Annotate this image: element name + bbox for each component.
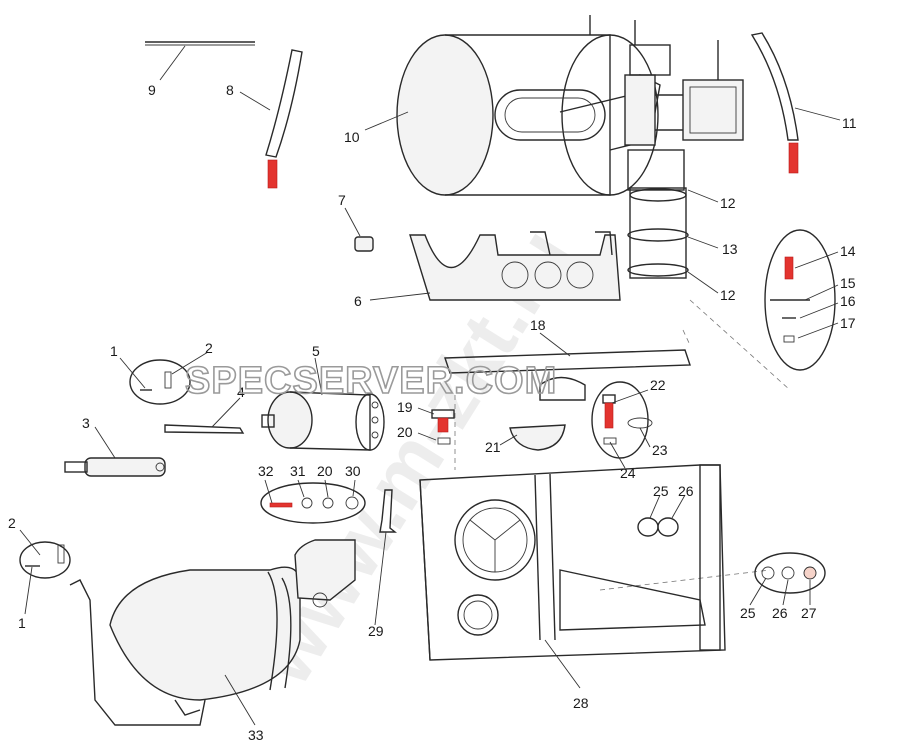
callout-9: 9 (148, 82, 156, 98)
leader-lines (19, 45, 841, 726)
callout-24: 24 (620, 465, 636, 481)
callout-labels: 9 8 10 11 12 13 12 7 6 14 15 16 17 18 1 … (8, 82, 857, 743)
part-3-cylinder (64, 457, 166, 477)
callout-25-upper: 25 (653, 483, 669, 499)
callout-32: 32 (258, 463, 274, 479)
callout-8: 8 (226, 82, 234, 98)
part-9-rod (145, 41, 255, 46)
group-1-2-pins-bottom (19, 541, 71, 579)
callout-1-bottom: 1 (18, 615, 26, 631)
part-6-bracket (409, 231, 621, 301)
callout-33: 33 (248, 727, 264, 743)
callout-2-bottom: 2 (8, 515, 16, 531)
callout-26-lower: 26 (772, 605, 788, 621)
callout-25-lower: 25 (740, 605, 756, 621)
callout-22: 22 (650, 377, 666, 393)
callout-15: 15 (840, 275, 856, 291)
group-1-2-pins-top (129, 359, 191, 405)
callout-6: 6 (354, 293, 362, 309)
callout-11: 11 (842, 115, 857, 131)
callout-31: 31 (290, 463, 306, 479)
part-19-20-bolt (431, 409, 455, 445)
callout-26-upper: 26 (678, 483, 694, 499)
part-12-13-sleeve-clamps (627, 187, 689, 279)
watermark-text: SPECSERVER.COM (185, 360, 557, 402)
callout-28: 28 (573, 695, 589, 711)
part-4-strap (164, 424, 245, 434)
group-30-32-fasteners (260, 482, 366, 524)
callout-7: 7 (338, 192, 346, 208)
part-11-hose (750, 32, 799, 174)
callout-20-lower: 20 (317, 463, 333, 479)
part-5-motor (261, 391, 385, 451)
callout-21: 21 (485, 439, 501, 455)
part-29-bracket (379, 489, 397, 533)
part-18-cover (444, 349, 691, 401)
part-7-bushing (354, 236, 374, 252)
callout-12-upper: 12 (720, 195, 736, 211)
callout-19: 19 (397, 399, 413, 415)
part-10-air-cleaner (396, 15, 744, 196)
callout-5: 5 (312, 343, 320, 359)
part-33-muffler (69, 539, 356, 726)
callout-3: 3 (82, 415, 90, 431)
callout-13: 13 (722, 241, 738, 257)
callout-20-mid: 20 (397, 424, 413, 440)
callout-4: 4 (237, 384, 245, 400)
group-25-27-washers (754, 552, 826, 594)
group-14-17-fasteners (764, 229, 836, 371)
callout-30: 30 (345, 463, 361, 479)
group-25-26-washers (637, 517, 679, 537)
callout-16: 16 (840, 293, 856, 309)
group-22-24-fasteners (591, 381, 653, 459)
callout-12-lower: 12 (720, 287, 736, 303)
callout-23: 23 (652, 442, 668, 458)
callout-1-top: 1 (110, 343, 118, 359)
part-8-hose (265, 49, 303, 189)
callout-18: 18 (530, 317, 546, 333)
callout-17: 17 (840, 315, 856, 331)
callout-10: 10 (344, 129, 360, 145)
callout-14: 14 (840, 243, 856, 259)
callout-2-top: 2 (205, 340, 213, 356)
callout-29: 29 (368, 623, 384, 639)
callout-27: 27 (801, 605, 817, 621)
part-28-frame (419, 464, 726, 661)
part-21-cup (509, 424, 566, 451)
